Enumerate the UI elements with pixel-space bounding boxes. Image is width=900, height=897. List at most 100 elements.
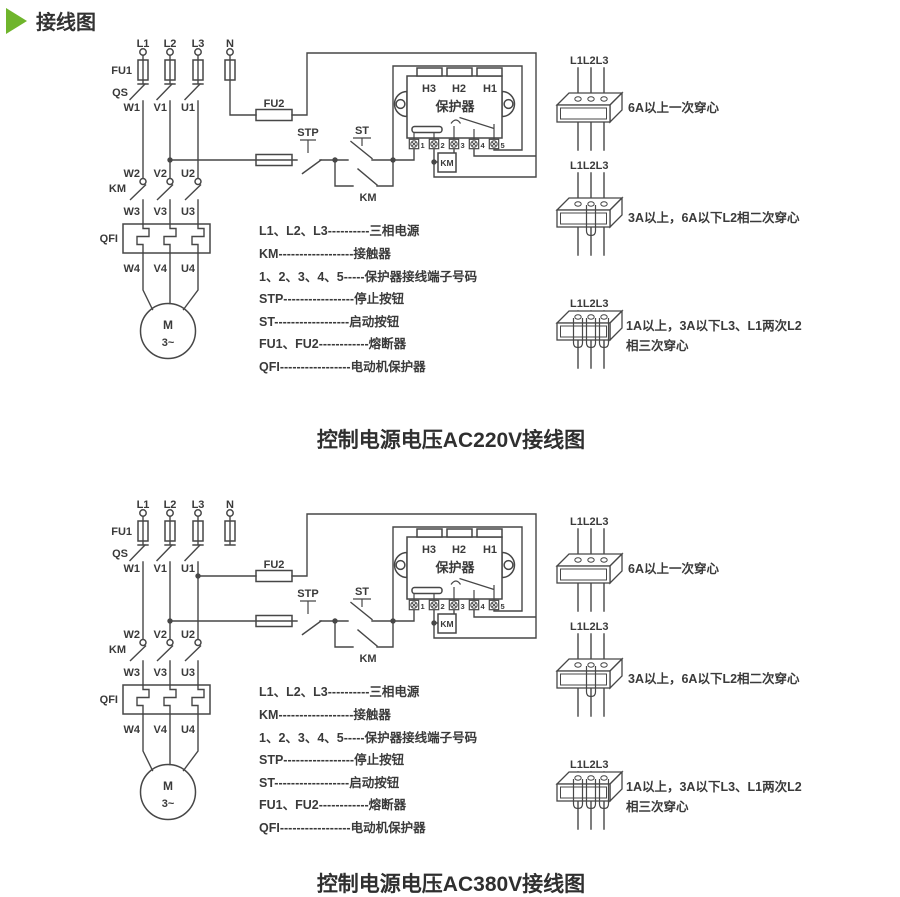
protector-ear-left [393,90,408,118]
terminal-circle-l1 [139,509,147,517]
d2-main-circuit: L1 L2 L3 N FU1 QS W1 V1 U1 W2 V2 U2 KM W… [100,499,537,821]
label-v3: V3 [154,667,167,679]
terminal-screw-4 [468,138,480,150]
label-qfi: QFI [100,694,118,706]
terminal-num-1: 1 [421,141,425,150]
protector-ct-bar [411,586,443,595]
protector-ear-right [501,90,516,118]
label-fu1: FU1 [111,65,132,77]
label-stp: STP [297,588,318,600]
switch-blades [129,544,378,662]
ct-caption-line1: 1A以上，3A以下L3、L1两次L2 [626,779,802,794]
terminal-screw-2 [428,138,440,150]
label-v3: V3 [154,206,167,218]
fuse-fu1-2 [164,59,176,81]
legend-line: STP-----------------停止按钮 [259,752,405,767]
terminal-circle-n [226,48,234,56]
ct-box [556,771,623,802]
ct-box [556,310,623,341]
terminal-circle-n [226,509,234,517]
ct-caption: 6A以上一次穿心 [628,561,719,576]
ct-wire-labels: L1L2L3 [570,759,609,771]
label-u4: U4 [181,724,196,736]
label-u2: U2 [181,629,195,641]
legend-line: QFI-----------------电动机保护器 [259,359,426,374]
label-st: ST [355,125,369,137]
junction-dot [332,618,338,624]
protector-ct-bar [411,125,443,134]
ct-wires [577,67,605,151]
d1-ct-illustration-2: L1L2L3 3A以上，6A以下L2相二次穿心 [556,160,800,256]
protector-tab-2 [446,67,473,77]
label-h1: H1 [483,83,497,95]
diagram-ac380v: L1 L2 L3 N FU1 QS W1 V1 U1 W2 V2 U2 KM W… [100,499,802,896]
km-contact-circle-1 [139,638,147,647]
protector-tab-2 [446,528,473,538]
d1-protector: 1 2 3 4 5 H3 H2 H1 保护器 KM [393,67,516,173]
protector-ear-left [393,551,408,579]
junction-dot [431,159,437,165]
label-v2: V2 [154,168,167,180]
km-contact-circle-2 [166,638,174,647]
km-coil-box [437,152,457,173]
label-l1: L1 [137,499,150,511]
ct-caption: 3A以上，6A以下L2相二次穿心 [628,210,800,225]
legend-line: L1、L2、L3----------三相电源 [259,684,420,699]
qfi-overload-elements [136,684,205,715]
ct-box [556,658,623,689]
label-l2: L2 [164,38,177,50]
legend-line: KM------------------接触器 [259,246,391,261]
label-w3: W3 [124,206,141,218]
motor-circle [139,763,197,821]
d1-main-circuit: L1 L2 L3 N FU1 QS W1 V1 U1 W2 V2 U2 KM W… [100,38,537,360]
label-km: KM [109,644,126,656]
protector-ear-hole-left [395,559,406,571]
label-fu2: FU2 [264,559,285,571]
label-qs: QS [112,87,128,99]
protector-tab-3 [476,528,503,538]
label-v1: V1 [154,563,167,575]
pushbutton-actuators [300,598,371,614]
protector-internal-contact [413,577,495,601]
d1-legend: L1、L2、L3----------三相电源 KM---------------… [259,223,477,374]
protector-ear-hole-right [503,559,514,571]
terminal-num-2: 2 [441,602,445,611]
ct-loops [572,779,610,810]
ct-caption: 6A以上一次穿心 [628,100,719,115]
terminal-num-4: 4 [481,602,486,611]
label-w2: W2 [124,168,141,180]
d2-legend: L1、L2、L3----------三相电源 KM---------------… [259,684,477,835]
motor-phase-label: 3~ [162,798,175,810]
label-h2: H2 [452,544,466,556]
switch-blades [129,83,378,201]
protector-internal-contact [413,116,495,140]
ct-wire-labels: L1L2L3 [570,55,609,67]
terminal-num-4: 4 [481,141,486,150]
fuse-n [224,520,236,542]
label-w4: W4 [124,724,141,736]
ct-wire-labels: L1L2L3 [570,516,609,528]
diagram-ac220v: L1 L2 L3 N FU1 QS W1 V1 U1 W2 V2 U2 KM W… [100,38,802,452]
ct-loop-l2 [585,666,597,698]
d2-ct-illustration-3: L1L2L3 1A以上，3A以下L3、L1两次L2 相三次穿心 [556,759,802,830]
protector-tab-1 [416,528,443,538]
label-l1: L1 [137,38,150,50]
ct-wires [577,633,605,717]
terminal-circle-l3 [194,509,202,517]
label-v4: V4 [154,724,168,736]
legend-line: FU1、FU2------------熔断器 [259,797,407,812]
ct-loops [572,318,610,349]
d2-title: 控制电源电压AC380V接线图 [317,872,585,896]
label-km-aux: KM [359,192,376,204]
label-qfi: QFI [100,233,118,245]
fuse-n [224,59,236,81]
label-w1: W1 [124,563,141,575]
ct-wire-labels: L1L2L3 [570,298,609,310]
label-h2: H2 [452,83,466,95]
terminal-screw-3 [448,599,460,611]
junction-dot [195,573,201,579]
fuse-fu1-1 [137,59,149,81]
label-w1: W1 [124,102,141,114]
terminal-num-3: 3 [461,602,465,611]
ct-caption: 3A以上，6A以下L2相二次穿心 [628,671,800,686]
